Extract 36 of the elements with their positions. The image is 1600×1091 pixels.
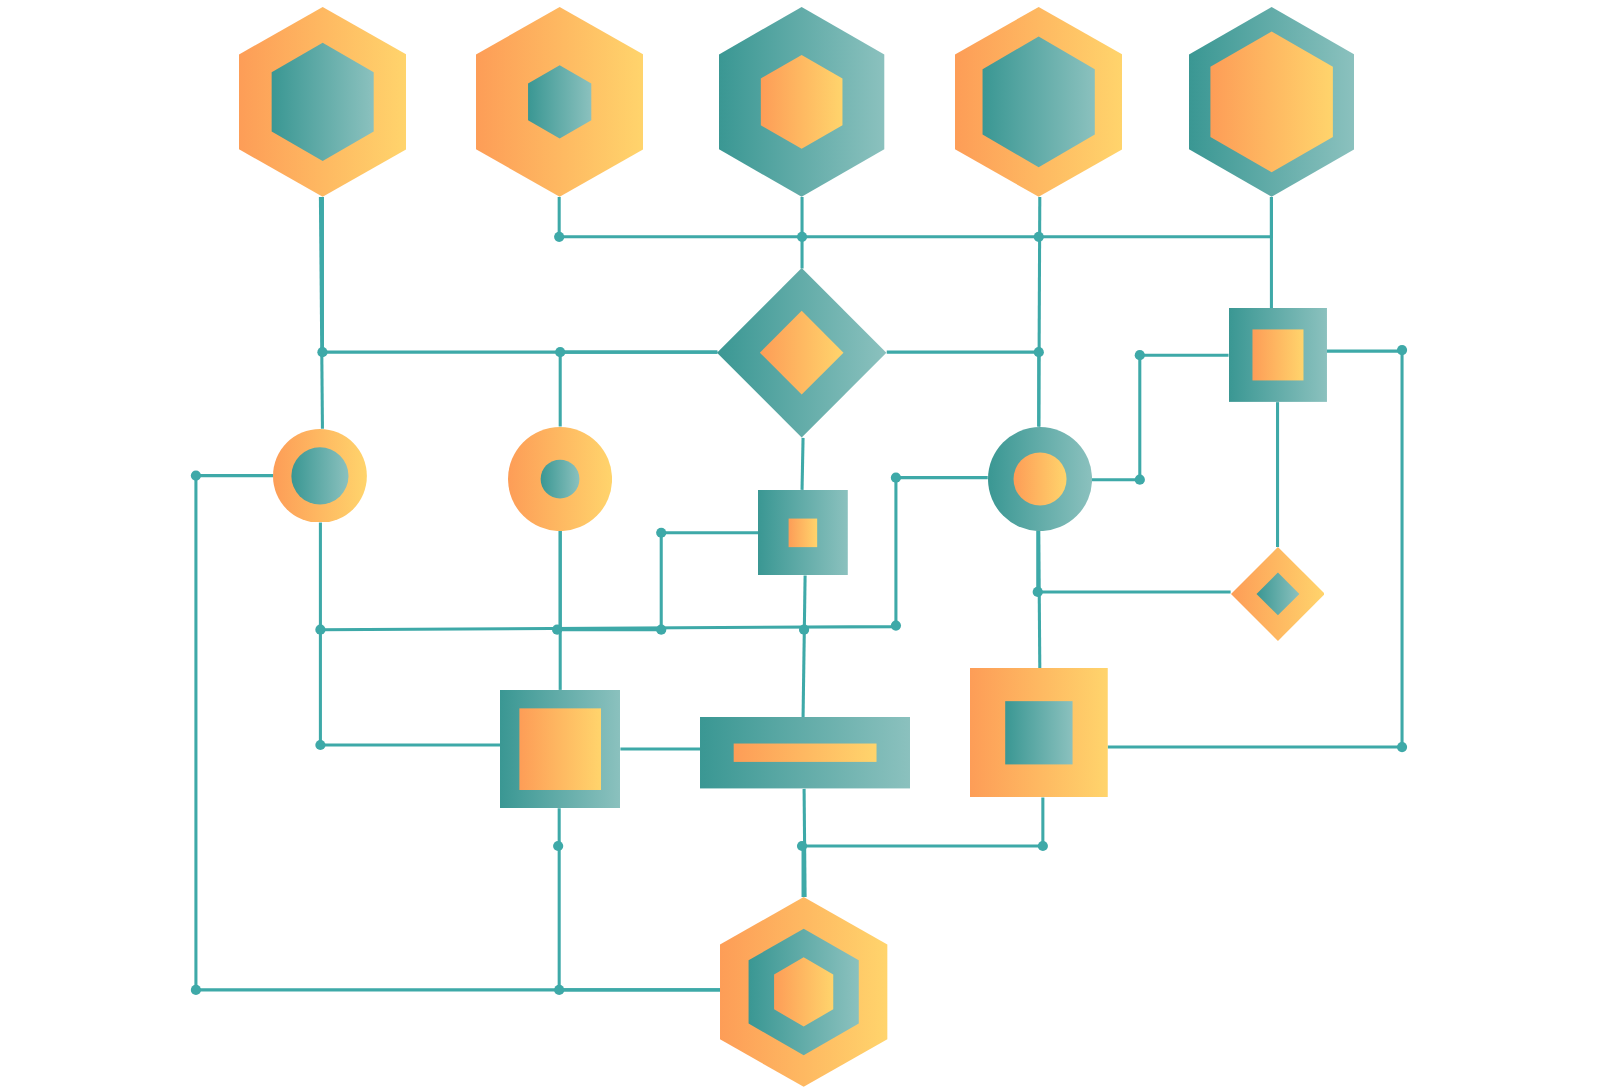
connector-line xyxy=(1036,530,1231,594)
diamond-shape xyxy=(1230,546,1325,641)
connector-line xyxy=(558,530,759,632)
connector-line xyxy=(557,197,804,269)
connector-line xyxy=(1269,197,1273,309)
box-shape xyxy=(700,717,911,789)
circle-shape xyxy=(508,426,613,531)
connector-line xyxy=(620,747,700,751)
connector-line xyxy=(558,350,718,427)
connector-line xyxy=(557,808,721,992)
hexagon-shape xyxy=(720,896,888,1087)
connector-line xyxy=(1107,349,1404,749)
connector-line xyxy=(318,197,324,429)
connector-line xyxy=(801,575,807,718)
hexagon-shape xyxy=(475,7,643,197)
diamond-shape xyxy=(717,268,887,438)
box-shape xyxy=(500,689,621,809)
hexagon-shape xyxy=(719,7,885,197)
connector-line xyxy=(1037,530,1042,668)
connector-line xyxy=(801,797,1045,898)
connector-line xyxy=(318,476,988,747)
connector-line xyxy=(886,350,1041,427)
hexagon-shape xyxy=(1188,7,1355,197)
connector-line xyxy=(1091,353,1229,482)
connector-line xyxy=(800,197,1273,239)
circle-shape xyxy=(987,426,1092,531)
connector-line xyxy=(315,522,326,635)
circle-shape xyxy=(273,428,368,523)
box-shape xyxy=(1228,308,1327,403)
connector-line xyxy=(1276,402,1280,548)
box-shape xyxy=(758,489,848,576)
hexagon-shape xyxy=(955,7,1123,197)
hexagon-shape xyxy=(238,7,407,197)
box-shape xyxy=(969,667,1108,798)
connector-line xyxy=(800,437,805,490)
connector-line xyxy=(802,788,807,898)
